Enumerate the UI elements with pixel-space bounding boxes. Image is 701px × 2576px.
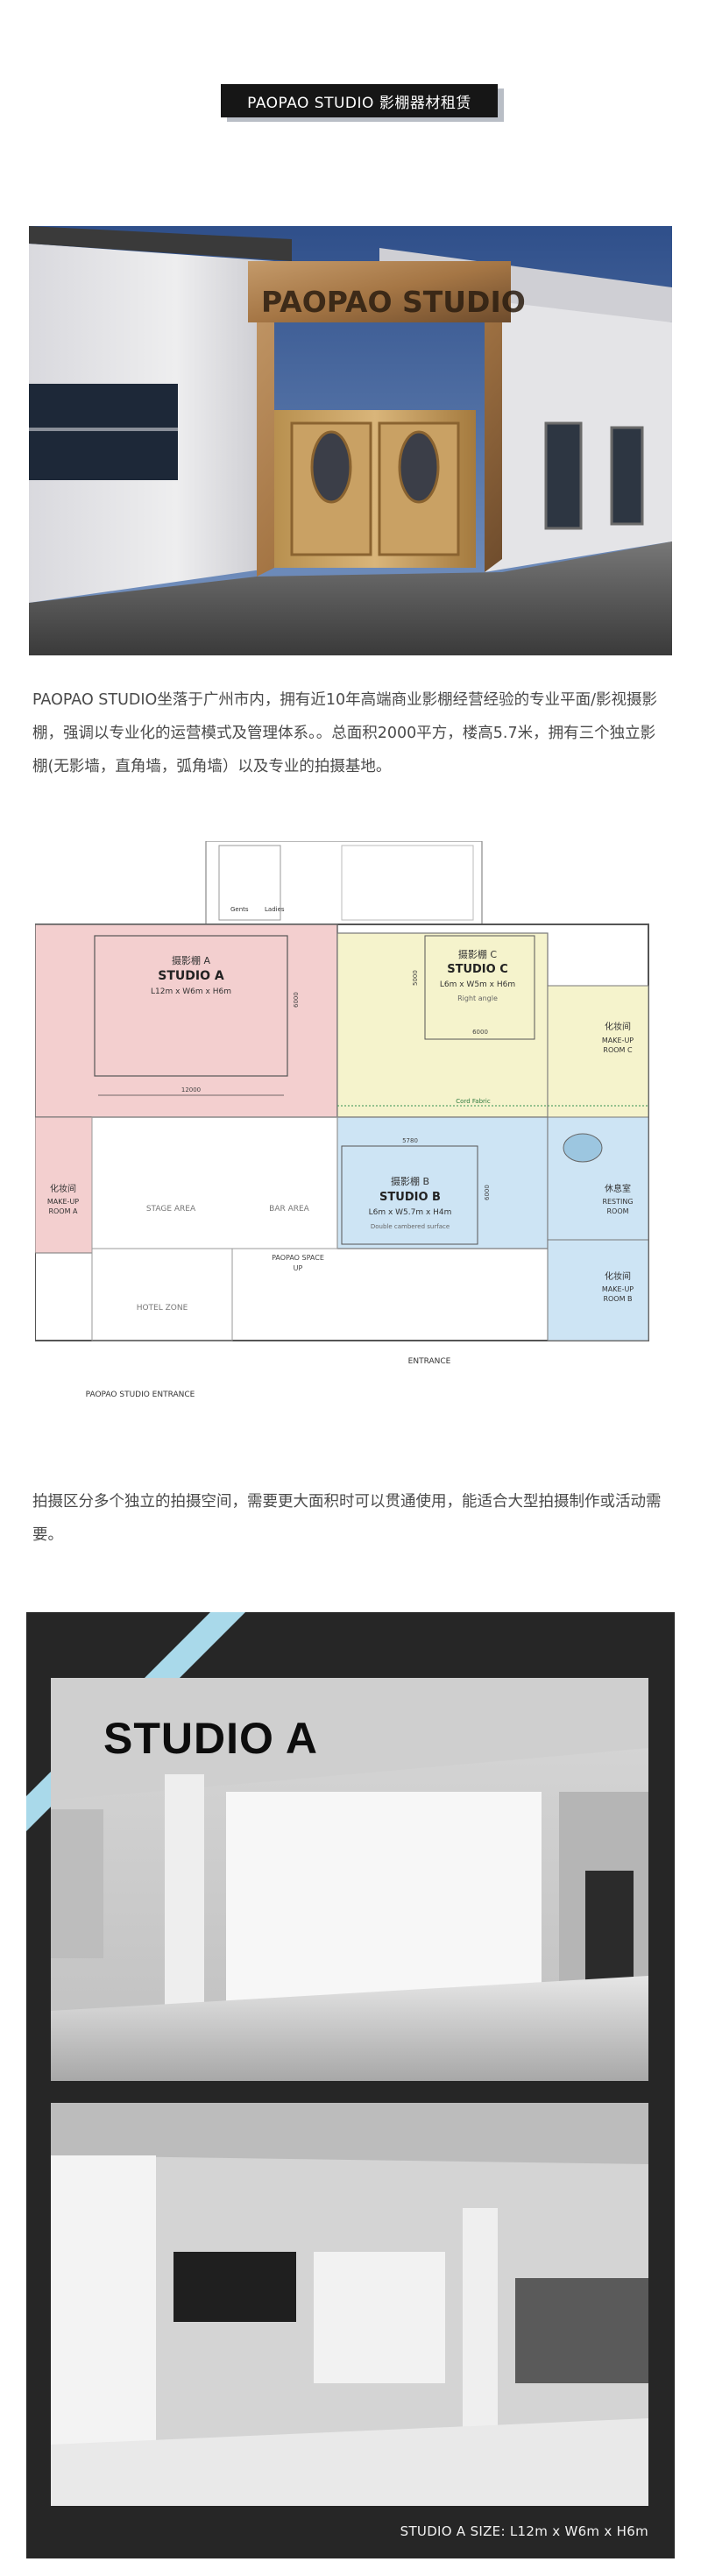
studio-a-photo-1: STUDIO A [51, 1678, 648, 2081]
studio-entrance-label: PAOPAO STUDIO ENTRANCE [86, 1391, 195, 1399]
makeup-b-line2: ROOM B [603, 1295, 632, 1303]
makeup-a-line2: ROOM A [48, 1207, 78, 1215]
studio-c-size: L6m x W5m x H6m [440, 980, 515, 989]
studio-a-title: STUDIO A [103, 1714, 319, 1763]
bar-area-label: BAR AREA [269, 1205, 310, 1214]
studio-b-cn: 摄影棚 B [391, 1175, 429, 1187]
studio-b-zone [336, 1116, 549, 1249]
up-label: UP [294, 1264, 303, 1272]
resting-line1: RESTING [602, 1198, 633, 1206]
makeup-b-line1: MAKE-UP [602, 1285, 634, 1293]
studio-b-size: L6m x W5.7m x H4m [369, 1208, 452, 1217]
studio-c-cn: 摄影棚 C [458, 948, 497, 960]
makeup-a-cn: 化妆间 [50, 1183, 76, 1194]
studio-a-cn: 摄影棚 A [172, 954, 210, 966]
resting-cn: 休息室 [605, 1183, 631, 1194]
studio-c-zone [336, 932, 549, 1118]
makeup-a-line1: MAKE-UP [47, 1198, 79, 1206]
ladies-label: Ladies [265, 906, 285, 913]
paopao-space-label: PAOPAO SPACE [272, 1254, 324, 1262]
header: PAOPAO STUDIO 影棚器材租赁 [0, 84, 701, 119]
studio-a-size-caption: STUDIO A SIZE: L12m x W6m x H6m [400, 2523, 648, 2539]
hero-sign-text: PAOPAO STUDIO [261, 285, 526, 319]
makeup-c-line1: MAKE-UP [602, 1037, 634, 1044]
studio-c-name: STUDIO C [447, 963, 508, 976]
studio-a-section: STUDIO A STUDIO A SIZE: L12m x W6m x H6m [26, 1612, 675, 2558]
studio-b-dim-w: 5780 [402, 1137, 418, 1144]
gents-label: Gents [230, 906, 249, 913]
makeup-b-cn: 化妆间 [605, 1270, 631, 1282]
studio-a-name: STUDIO A [158, 969, 224, 983]
resting-line2: ROOM [606, 1207, 628, 1215]
stage-area-label: STAGE AREA [146, 1205, 196, 1214]
studio-a-photo-2 [51, 2103, 648, 2506]
hotel-zone-label: HOTEL ZONE [137, 1304, 188, 1313]
floor-plan: Gents Ladies 摄影棚 A STUDIO A L12m x W6m x… [34, 840, 666, 1419]
studio-c-note: Right angle [457, 994, 498, 1002]
makeup-c-cn: 化妆间 [605, 1021, 631, 1032]
studio-b-note: Double cambered surface [371, 1223, 450, 1230]
page-title: PAOPAO STUDIO 影棚器材租赁 [221, 84, 498, 117]
studio-a-size: L12m x W6m x H6m [151, 987, 231, 996]
hero-image: PAOPAO STUDIO [29, 226, 672, 655]
studio-a-dim-h: 6000 [293, 992, 300, 1008]
studio-c-dim-w: 6000 [472, 1029, 488, 1036]
description-paragraph: 拍摄区分多个独立的拍摄空间，需要更大面积时可以贯通使用，能适合大型拍摄制作或活动… [32, 1493, 662, 1544]
studio-c-dim-h: 5000 [412, 970, 419, 986]
studio-b-name: STUDIO B [379, 1191, 441, 1204]
intro-paragraph: PAOPAO STUDIO坐落于广州市内，拥有近10年高端商业影棚经营经验的专业… [32, 691, 657, 775]
cord-fabric-label: Cord Fabric [456, 1098, 491, 1105]
makeup-c-line2: ROOM C [603, 1046, 633, 1054]
studio-b-dim-h: 6000 [484, 1185, 491, 1200]
entrance-label: ENTRANCE [408, 1357, 451, 1366]
studio-a-dim-w: 12000 [181, 1086, 201, 1093]
